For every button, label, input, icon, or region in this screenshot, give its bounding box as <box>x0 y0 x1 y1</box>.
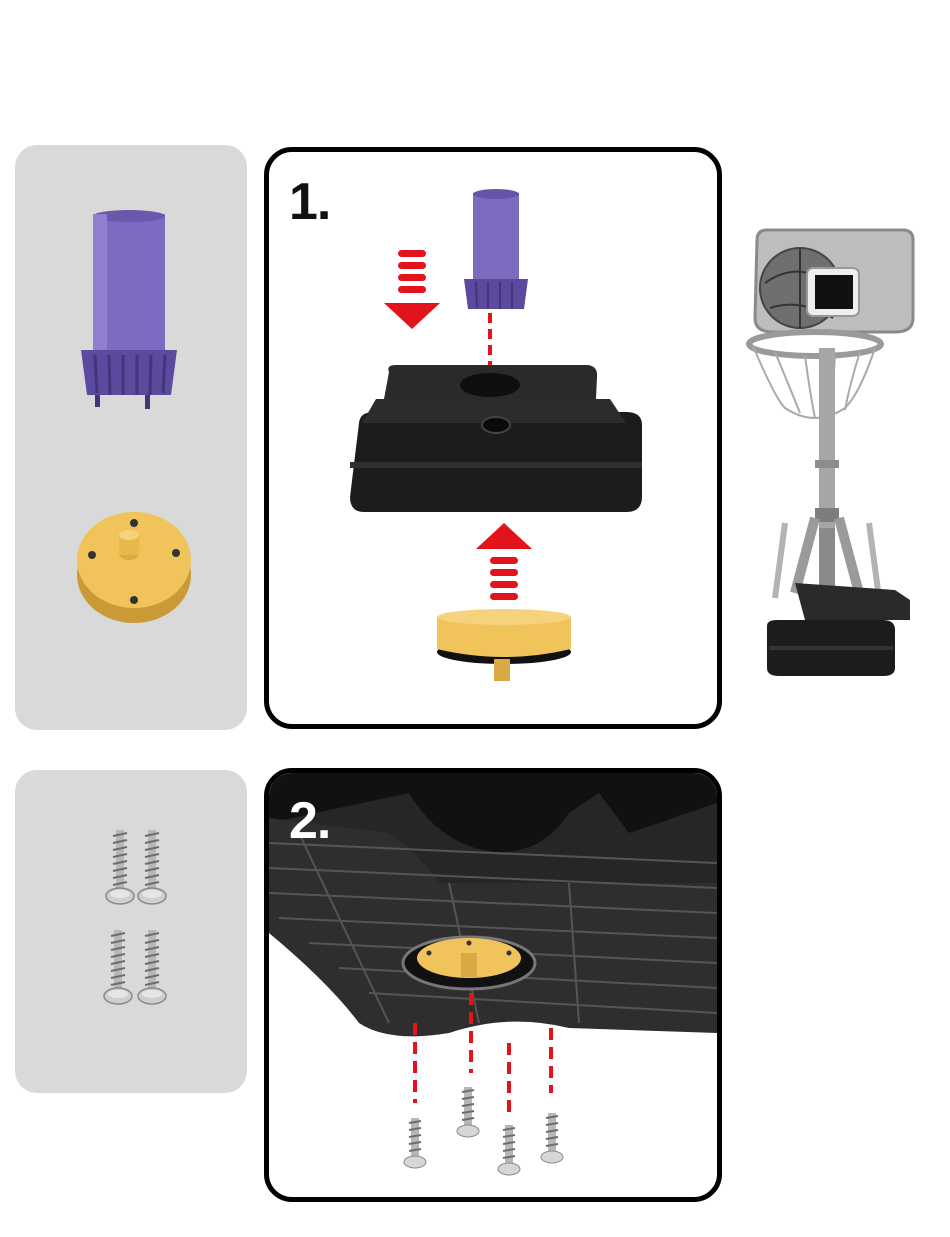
up-arrow-icon <box>476 523 532 600</box>
step-1-illustration <box>264 147 722 729</box>
basketball-hoop-illustration <box>745 228 915 680</box>
step-2-illustration <box>269 773 717 1197</box>
down-arrow-icon <box>384 250 440 329</box>
screw-set <box>100 825 180 1015</box>
step-2-box: 2. <box>264 768 722 1202</box>
purple-adapter-part <box>75 210 190 415</box>
yellow-cap-part <box>72 505 202 630</box>
step-2-number: 2. <box>289 795 330 847</box>
